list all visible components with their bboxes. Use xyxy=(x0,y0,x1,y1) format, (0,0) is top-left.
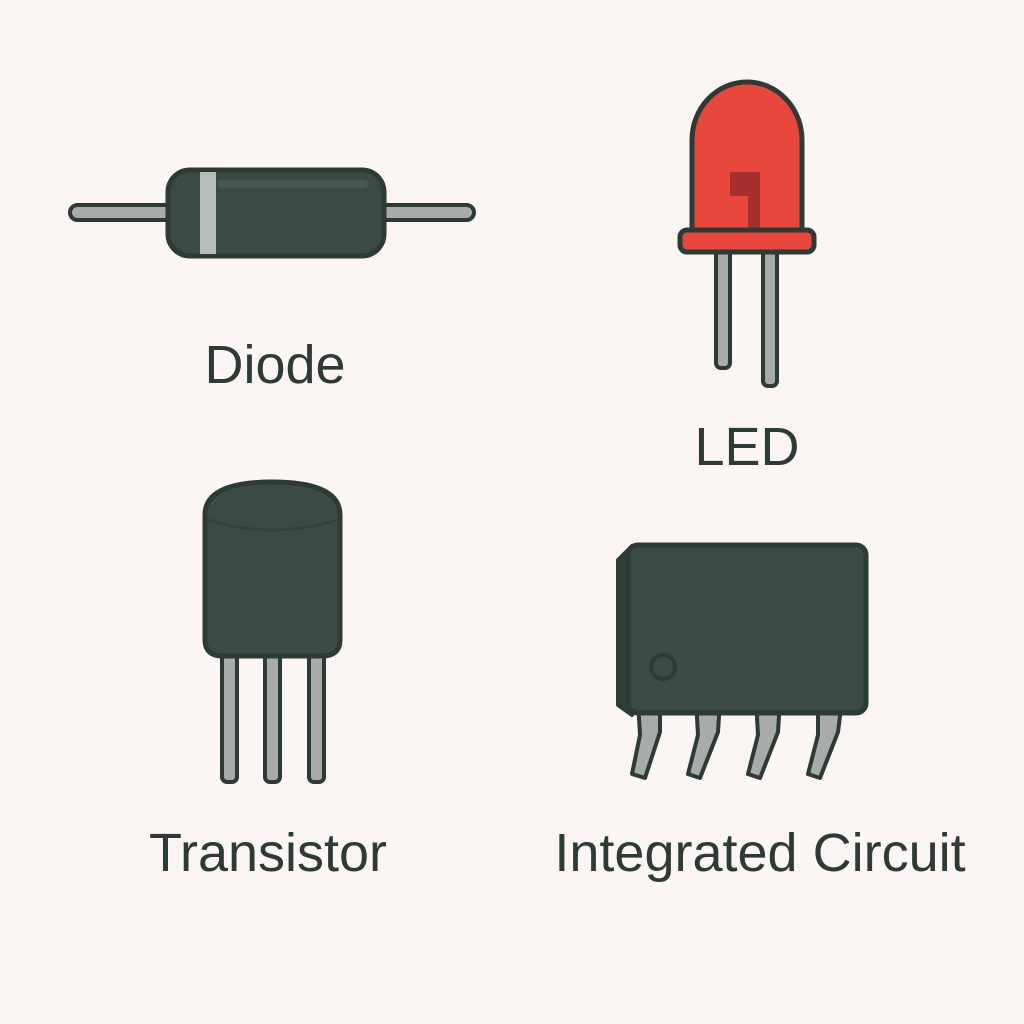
transistor-body xyxy=(202,479,343,659)
led-dome xyxy=(689,79,805,238)
diode-icon xyxy=(68,167,476,259)
diode-body xyxy=(165,167,387,259)
diode-label: Diode xyxy=(204,335,346,395)
transistor-top-edge xyxy=(207,518,338,532)
transistor-icon xyxy=(202,479,343,784)
led-rim xyxy=(677,227,817,255)
led-die xyxy=(730,172,760,228)
diode-highlight xyxy=(218,180,368,188)
ic-body xyxy=(625,542,869,716)
integrated-circuit-label: Integrated Circuit xyxy=(554,823,966,883)
diode-cathode-band xyxy=(200,172,216,254)
transistor-label: Transistor xyxy=(148,823,388,883)
led-label: LED xyxy=(694,417,800,477)
led-lead-left xyxy=(714,246,732,370)
ic-pin1-marker xyxy=(649,653,677,681)
led-icon xyxy=(677,79,817,388)
led-lead-right xyxy=(761,246,779,388)
integrated-circuit-icon xyxy=(616,542,869,780)
diode-lead-left xyxy=(68,203,182,222)
